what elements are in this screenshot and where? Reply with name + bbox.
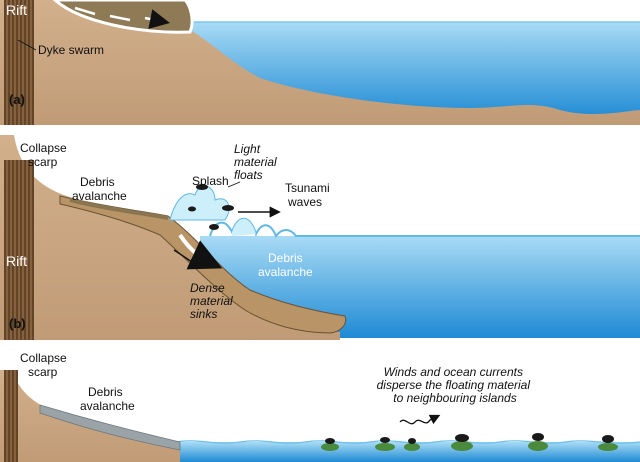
splash-label: Splash (192, 174, 229, 188)
light-material-label: Light material floats (234, 142, 280, 182)
floating-debris-b (188, 184, 234, 230)
rift-label-b: Rift (6, 253, 27, 269)
rift-label-a: Rift (6, 2, 27, 18)
collapse-scarp-label-b: Collapse scarp (20, 141, 70, 169)
rift-b (4, 160, 34, 340)
floating-rafts-c (321, 433, 618, 451)
rift-c (4, 370, 18, 462)
debris-avalanche-land-label-c: Debris avalanche (80, 385, 135, 413)
tsunami-wave-crests (209, 217, 640, 238)
wind-arrow (399, 414, 441, 425)
debris-avalanche-c (39, 404, 181, 451)
dyke-swarm-label: Dyke swarm (38, 43, 104, 57)
panel-a: Rift Dyke swarm (a) (0, 0, 640, 127)
sea-c (175, 442, 640, 462)
panel-b: Rift Collapse scarp Debris avalanche Spl… (0, 135, 640, 340)
dense-material-label: Dense material sinks (190, 281, 236, 321)
winds-currents-label: Winds and ocean currents disperse the fl… (377, 365, 534, 405)
panel-label-a: (a) (9, 92, 25, 107)
rift-a (4, 0, 34, 126)
tsunami-label: Tsunami waves (285, 181, 333, 209)
debris-avalanche-land-label-b: Debris avalanche (72, 175, 127, 203)
debris-avalanche-sea-label-b: Debris avalanche (258, 251, 313, 279)
panel-label-b: (b) (9, 316, 26, 331)
panel-c: Collapse scarp Debris avalanche Winds an… (0, 345, 640, 462)
collapse-scarp-label-c: Collapse scarp (20, 351, 70, 379)
